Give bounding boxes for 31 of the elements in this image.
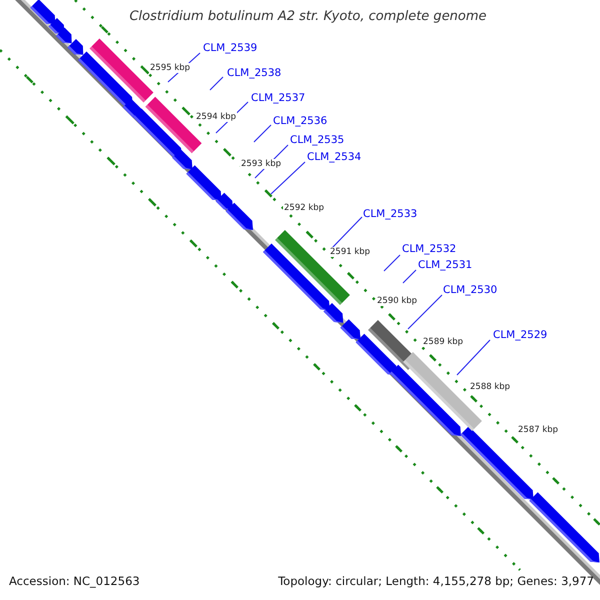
position-label: 2592 kbp [283, 203, 326, 214]
leader-line [456, 340, 490, 376]
position-label: 2587 kbp [517, 425, 560, 436]
position-label: 2589 kbp [422, 337, 464, 348]
leader-line [384, 254, 400, 272]
accession-label: Accession: NC_012563 [9, 575, 140, 589]
locus-label: CLM_2532 [402, 243, 456, 256]
position-label: 2595 kbp [149, 63, 192, 74]
locus-label: CLM_2536 [273, 115, 328, 128]
position-label: 2588 kbp [469, 382, 512, 392]
leader-line [254, 124, 272, 142]
genome-stats-label: Topology: circular; Length: 4,155,278 bp; Genes: 3,977 [278, 575, 594, 589]
leader-line [408, 294, 442, 330]
genome-title: Clostridium botulinum A2 str. Kyoto, complete genome [127, 9, 489, 24]
locus-label: CLM_2531 [418, 259, 472, 272]
position-label: 2590 kbp [376, 296, 418, 306]
position-label: 2594 kbp [195, 112, 238, 122]
leader-line [210, 76, 224, 90]
leader-line [270, 162, 306, 194]
locus-label: CLM_2537 [251, 92, 306, 105]
locus-label: CLM_2534 [307, 151, 362, 164]
locus-label: CLM_2533 [363, 208, 418, 221]
leader-line [402, 270, 416, 284]
locus-label: CLM_2535 [290, 134, 344, 147]
leader-line [332, 216, 362, 248]
locus-label: CLM_2538 [227, 67, 282, 80]
locus-label: CLM_2530 [443, 284, 498, 297]
locus-label: CLM_2539 [203, 42, 258, 55]
position-label: 2593 kbp [240, 159, 282, 170]
position-label: 2591 kbp [329, 247, 372, 258]
locus-label: CLM_2529 [493, 329, 548, 342]
